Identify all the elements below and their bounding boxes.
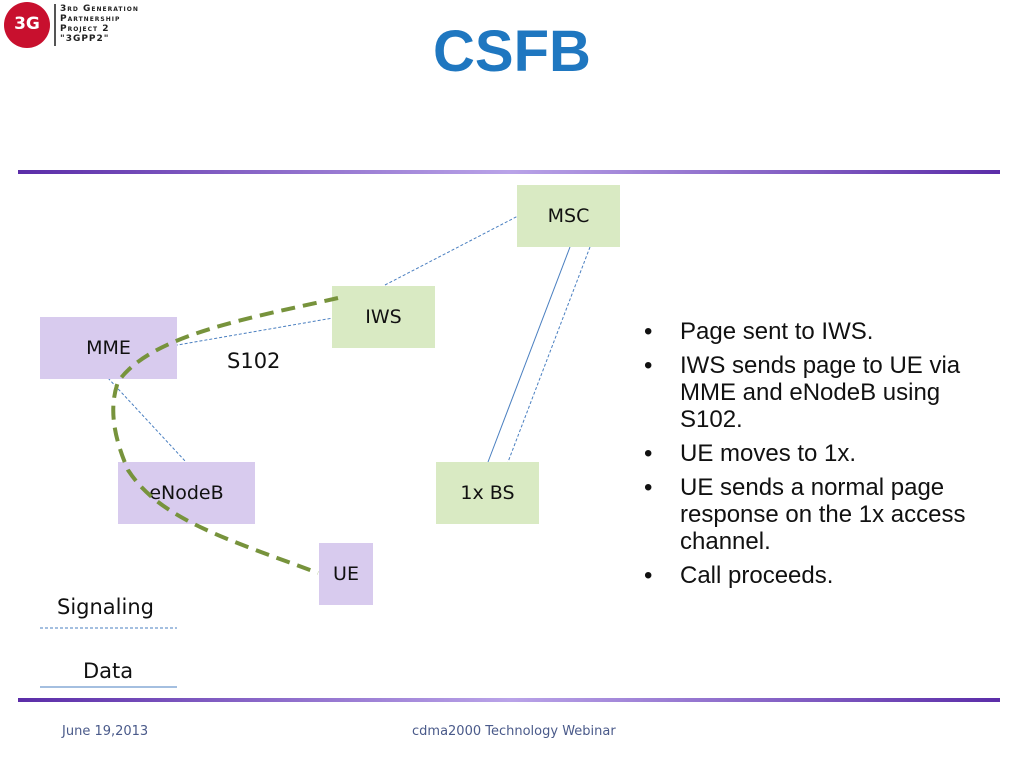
top-divider	[18, 170, 1000, 174]
bullet-list: Page sent to IWS. IWS sends page to UE v…	[640, 318, 985, 596]
node-msc: MSC	[517, 185, 620, 247]
node-mme: MME	[40, 317, 177, 379]
legend-signaling-label: Signaling	[57, 595, 154, 619]
signal-line-mme-iws	[159, 317, 334, 349]
legend-data-label: Data	[83, 659, 134, 683]
bullet-item: Page sent to IWS.	[640, 318, 985, 345]
signal-line-mme-enodeb	[107, 377, 187, 463]
logo-mark: 3G	[4, 2, 50, 48]
3gpp2-logo: 3G 3rd Generation Partnership Project 2 …	[4, 2, 164, 48]
logo-text: 3rd Generation Partnership Project 2 "3G…	[60, 4, 139, 44]
slide-title: CSFB	[433, 19, 591, 84]
node-iws: IWS	[332, 286, 435, 348]
page-path	[111, 296, 339, 575]
bullet-item: Call proceeds.	[640, 562, 985, 589]
footer-date: June 19,2013	[62, 724, 149, 739]
s102-label: S102	[227, 349, 281, 373]
node-1x-bs: 1x BS	[436, 462, 539, 524]
data-line-msc-1xbs	[487, 246, 571, 463]
bullet-item: UE moves to 1x.	[640, 440, 985, 467]
bullet-item: UE sends a normal page response on the 1…	[640, 474, 985, 555]
bottom-divider	[18, 698, 1000, 702]
node-enodeb: eNodeB	[118, 462, 255, 524]
footer-event: cdma2000 Technology Webinar	[412, 724, 616, 739]
signal-line-msc-1xbs	[507, 246, 591, 463]
node-ue: UE	[319, 543, 373, 605]
logo-divider	[54, 4, 56, 46]
bullet-item: IWS sends page to UE via MME and eNodeB …	[640, 352, 985, 433]
